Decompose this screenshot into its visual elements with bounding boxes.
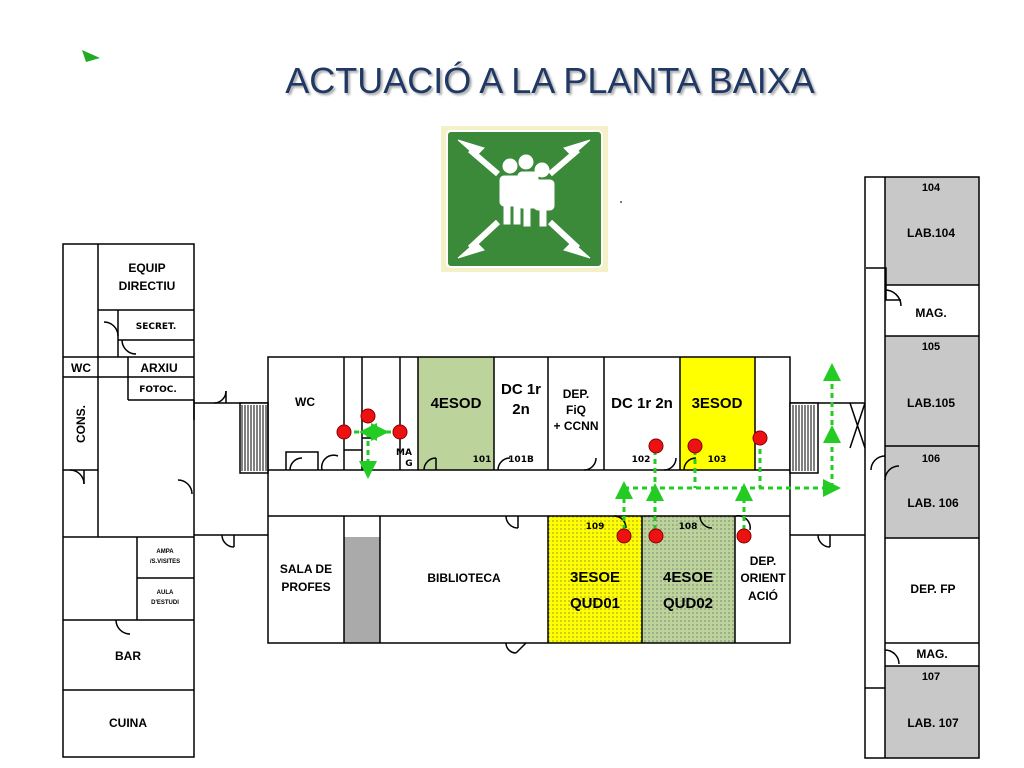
label-aula: AULA	[157, 590, 174, 596]
label-dc1-line2: 2n	[512, 401, 530, 418]
left-wing	[62, 243, 195, 758]
label-estudi: D'ESTUDI	[151, 600, 179, 606]
label-room-103: 103	[708, 455, 727, 465]
label-visites: /S.VISITES	[150, 559, 180, 565]
evac-point	[336, 424, 352, 440]
label-3esoe: 3ESOE	[570, 569, 620, 586]
right-connector	[789, 402, 866, 548]
label-lab104: LAB.104	[907, 226, 955, 240]
evacuation-points	[336, 408, 768, 544]
central-room-fills	[344, 357, 755, 643]
assembly-point-icon	[457, 139, 591, 259]
evac-point	[616, 528, 632, 544]
label-4esod: 4ESOD	[431, 395, 482, 412]
label-wc-left: WC	[71, 361, 91, 375]
evacuation-routes	[345, 363, 841, 530]
label-mag-2: G	[405, 459, 412, 469]
evac-point	[360, 408, 376, 424]
label-room-104: 104	[922, 182, 941, 194]
label-fotoc: FOTOC.	[139, 385, 177, 395]
evac-point	[736, 528, 752, 544]
label-lab105: LAB.105	[907, 396, 955, 410]
label-directiu: DIRECTIU	[119, 279, 176, 293]
label-room-109: 109	[586, 522, 605, 532]
label-lab107: LAB. 107	[907, 716, 959, 730]
label-orient-2: ORIENT	[740, 571, 786, 585]
label-room-107: 107	[922, 671, 940, 683]
left-wing-labels: EQUIP DIRECTIU SECRET. WC ARXIU FOTOC. C…	[71, 261, 180, 730]
label-room-105: 105	[922, 341, 940, 353]
right-wing	[864, 176, 980, 759]
evac-point	[752, 430, 768, 446]
label-biblioteca: BIBLIOTECA	[427, 571, 501, 585]
label-4esoe: 4ESOE	[663, 569, 713, 586]
label-ampa: AMPA	[156, 549, 174, 555]
corner-mark-icon	[82, 50, 100, 62]
label-qud02: QUD02	[663, 595, 713, 612]
label-orient-1: DEP.	[750, 554, 776, 568]
assembly-point-sign	[441, 126, 608, 272]
label-room-101: 101	[473, 455, 492, 465]
label-bar: BAR	[115, 649, 141, 663]
label-cons: CONS.	[74, 405, 88, 443]
label-wc-central: WC	[295, 395, 315, 409]
label-mag-1: MA	[396, 448, 412, 458]
label-dep-fiq-1: DEP.	[563, 387, 589, 401]
evac-point	[687, 438, 703, 454]
left-stairs	[241, 405, 267, 471]
evac-point	[648, 438, 664, 454]
label-room-102: 102	[632, 455, 651, 465]
right-wing-labels: 104 LAB.104 MAG. 105 LAB.105 106 LAB. 10…	[907, 182, 959, 730]
label-3esod: 3ESOD	[692, 395, 743, 412]
evac-point	[648, 528, 664, 544]
label-room-106: 106	[922, 453, 940, 465]
label-dc2: DC 1r 2n	[611, 395, 673, 412]
label-secret: SECRET.	[136, 322, 177, 332]
label-arxiu: ARXIU	[140, 361, 177, 375]
label-equip: EQUIP	[128, 261, 165, 275]
label-room-101b: 101B	[508, 455, 534, 465]
label-dep-fiq-3: + CCNN	[553, 419, 598, 433]
label-lab106: LAB. 106	[907, 496, 959, 510]
right-stairs	[792, 405, 815, 471]
label-sala-1: SALA DE	[280, 562, 332, 576]
label-sala-2: PROFES	[281, 580, 330, 594]
label-mag-right-1: MAG.	[915, 306, 946, 320]
central-block	[267, 356, 791, 654]
label-mag-right-2: MAG.	[916, 647, 947, 661]
label-dep-fp: DEP. FP	[910, 582, 955, 596]
central-labels: WC MA G 4ESOD 101 DC 1r 2n 101B DEP. FiQ…	[280, 381, 786, 612]
label-room-108: 108	[679, 522, 698, 532]
label-dc1-line1: DC 1r	[501, 381, 541, 398]
label-dep-fiq-2: FiQ	[566, 403, 586, 417]
label-orient-3: ACIÓ	[748, 588, 778, 603]
label-qud01: QUD01	[570, 595, 620, 612]
evac-point	[392, 424, 408, 440]
right-wing-fills	[885, 177, 979, 758]
label-cuina: CUINA	[109, 716, 147, 730]
page-title: ACTUACIÓ A LA PLANTA BAIXA	[285, 60, 815, 101]
